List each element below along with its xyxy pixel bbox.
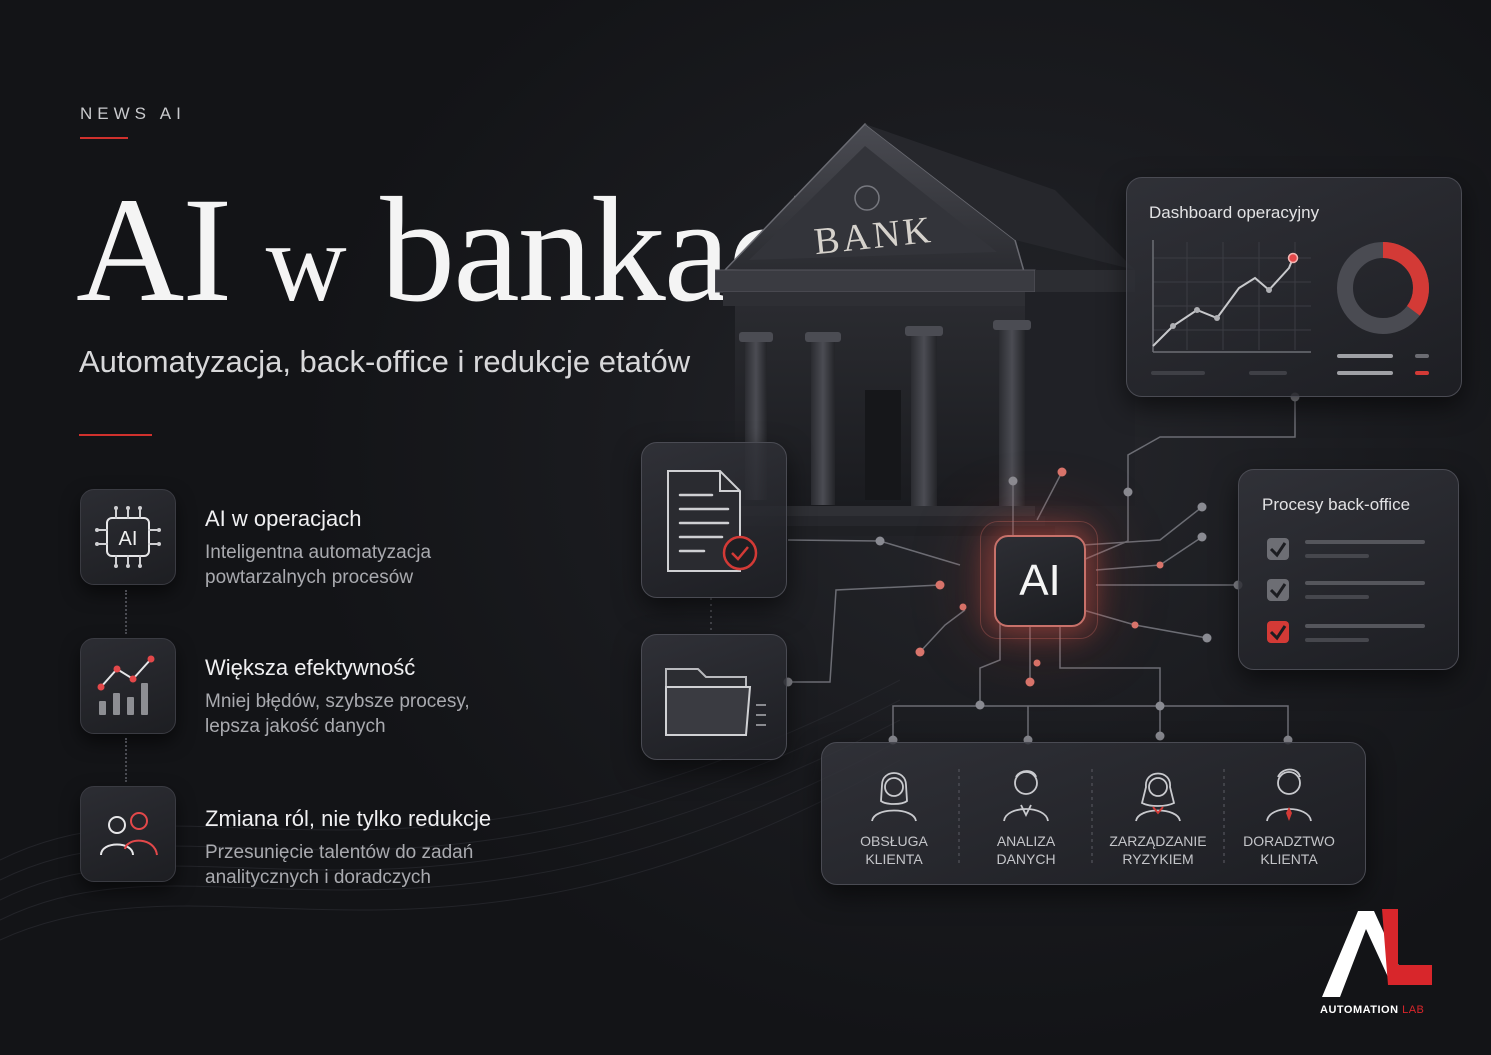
person-icon-service xyxy=(871,772,917,822)
title-w: w xyxy=(265,201,347,325)
backoffice-checklist xyxy=(1267,538,1425,643)
feature-connector-2 xyxy=(125,738,127,782)
folder-card xyxy=(641,634,787,760)
feature-desc-1: Inteligentna automatyzacja powtarzalnych… xyxy=(205,540,535,590)
bank-building-illustration: BANK xyxy=(715,122,1135,536)
backoffice-title: Procesy back-office xyxy=(1262,495,1411,514)
role-label-3-line1: ZARZĄDZANIE xyxy=(1109,833,1207,849)
role-label-customer-service: OBSŁUGA KLIENTA xyxy=(839,832,949,868)
role-label-4-line1: DORADZTWO xyxy=(1243,833,1335,849)
subtitle-accent-line xyxy=(79,434,152,436)
ai-hub-chip: AI xyxy=(994,535,1086,627)
role-label-2-line2: DANYCH xyxy=(996,851,1056,867)
document-check-icon xyxy=(667,470,758,572)
role-label-advisory: DORADZTWO KLIENTA xyxy=(1234,832,1344,868)
roles-card: OBSŁUGA KLIENTA ANALIZA DANYCH ZARZĄDZAN… xyxy=(821,742,1366,885)
automation-lab-logo-mark xyxy=(1322,909,1432,997)
feature-icon-box-1: AI xyxy=(80,489,176,585)
ai-chip-icon: AI xyxy=(95,506,161,568)
dashboard-title: Dashboard operacyjny xyxy=(1149,203,1320,222)
role-label-1-line1: OBSŁUGA xyxy=(860,833,928,849)
growth-chart-icon xyxy=(97,655,155,715)
ai-hub-ring xyxy=(980,521,1098,639)
role-label-risk-management: ZARZĄDZANIE RYZYKIEM xyxy=(1103,832,1213,868)
role-label-data-analysis: ANALIZA DANYCH xyxy=(971,832,1081,868)
person-icon-analyst xyxy=(1003,770,1049,822)
role-label-4-line2: KLIENTA xyxy=(1260,851,1318,867)
kicker-accent-line xyxy=(80,137,128,139)
backoffice-card: Procesy back-office xyxy=(1238,469,1459,670)
dashboard-card: Dashboard operacyjny xyxy=(1126,177,1462,397)
feature-desc-2-line2: lepsza jakość danych xyxy=(205,716,386,737)
logo-word-automation: AUTOMATION xyxy=(1320,1004,1399,1016)
feature-desc-2-line1: Mniej błędów, szybsze procesy, xyxy=(205,691,470,712)
kicker-label: NEWS AI xyxy=(80,104,186,123)
svg-text:AI: AI xyxy=(119,528,138,550)
feature-icon-box-2 xyxy=(80,638,176,734)
checklist-row-1 xyxy=(1267,538,1425,560)
folder-icon xyxy=(665,668,766,736)
feature-desc-3: Przesunięcie talentów do zadań analitycz… xyxy=(205,840,535,890)
feature-desc-3-line1: Przesunięcie talentów do zadań xyxy=(205,842,474,863)
page-subtitle: Automatyzacja, back-office i redukcje et… xyxy=(79,344,691,379)
feature-connector-1 xyxy=(125,590,127,634)
feature-desc-1-line1: Inteligentna automatyzacja xyxy=(205,542,432,563)
feature-title-3: Zmiana ról, nie tylko redukcje xyxy=(205,806,492,831)
roles-graphics xyxy=(871,768,1312,863)
feature-title-2: Większa efektywność xyxy=(205,655,416,680)
role-label-1-line2: KLIENTA xyxy=(865,851,923,867)
person-icon-risk xyxy=(1135,772,1181,822)
role-label-3-line2: RYZYKIEM xyxy=(1122,851,1194,867)
checklist-row-3 xyxy=(1267,621,1425,643)
feature-desc-2: Mniej błędów, szybsze procesy, lepsza ja… xyxy=(205,689,535,739)
people-icon xyxy=(100,812,158,856)
feature-desc-3-line2: analitycznych i doradczych xyxy=(205,867,431,888)
title-main: AI xyxy=(76,167,232,333)
checklist-row-2 xyxy=(1267,579,1425,601)
logo-word-lab: LAB xyxy=(1402,1004,1425,1016)
role-label-2-line1: ANALIZA xyxy=(996,833,1056,849)
feature-icon-box-3 xyxy=(80,786,176,882)
automation-lab-logo-text: AUTOMATION LAB xyxy=(1320,1004,1424,1016)
feature-title-1: AI w operacjach xyxy=(205,506,362,531)
dashboard-graphics xyxy=(1151,240,1429,375)
feature-desc-1-line2: powtarzalnych procesów xyxy=(205,567,414,588)
document-card xyxy=(641,442,787,598)
